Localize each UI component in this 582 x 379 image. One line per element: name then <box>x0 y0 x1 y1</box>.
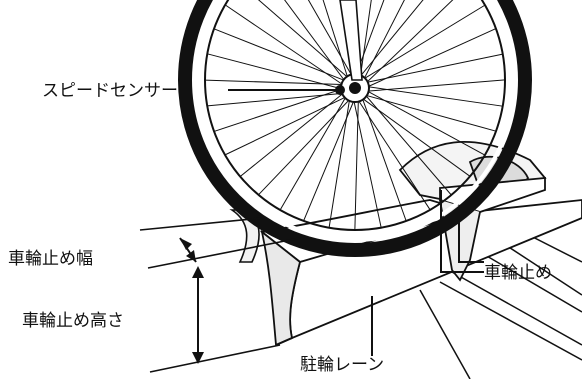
stopper-height-label: 車輪止め高さ <box>22 311 124 331</box>
wheel-spoke <box>307 0 354 79</box>
wheel-spoke <box>213 87 346 132</box>
wheel-spoke <box>364 0 454 85</box>
wheel-spoke <box>279 94 348 211</box>
wheel-spoke <box>358 0 424 79</box>
wheel-spoke <box>363 53 503 84</box>
wheel-spoke <box>359 0 372 80</box>
bicycle-wheel <box>178 0 532 257</box>
wheel-spoke <box>356 97 431 211</box>
wheel-tire-inner <box>193 0 517 242</box>
wheel-spoke <box>364 85 503 107</box>
wheel-spoke <box>362 93 497 132</box>
wheel-spoke <box>359 96 471 177</box>
wheel-stopper-label: 車輪止め <box>484 263 552 283</box>
parking-lane-label: 駐輪レーン <box>300 355 384 375</box>
rail-structure <box>419 227 582 379</box>
wheel-spoke <box>257 0 351 80</box>
wheel-spoke <box>362 0 405 82</box>
wheel-spoke <box>204 79 346 86</box>
speed-sensor-label: スピードセンサー <box>42 81 178 101</box>
wheel-spoke <box>352 97 382 228</box>
wheel-spoke <box>328 96 351 228</box>
arrowheads <box>180 238 204 364</box>
fork-leg <box>339 0 363 81</box>
wheel-spoke <box>239 91 346 177</box>
stopper-width-label: 車輪止め幅 <box>8 249 93 269</box>
wheel-spokes <box>204 0 506 231</box>
wheel-tire <box>178 0 532 257</box>
wheel-spoke <box>213 28 348 83</box>
